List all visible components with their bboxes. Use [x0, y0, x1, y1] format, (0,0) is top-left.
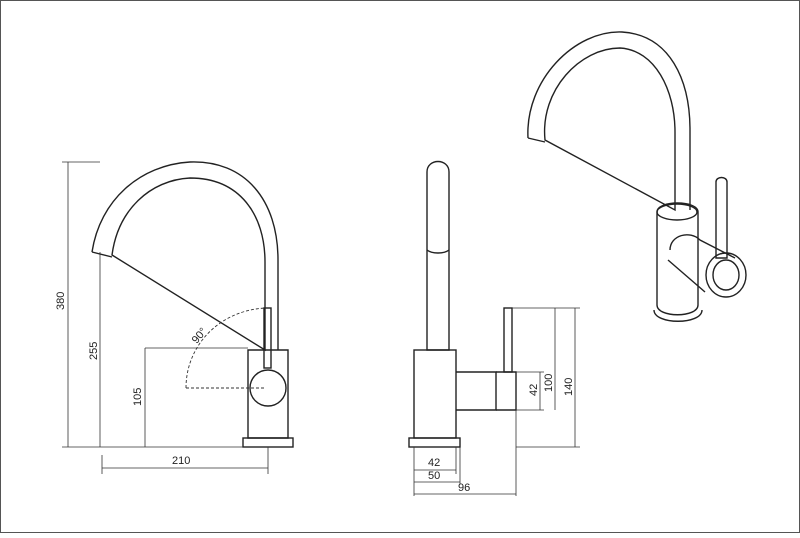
dim-ext-lines [413, 410, 517, 496]
iso-lever-handle [715, 176, 728, 259]
iso-body-top [656, 203, 698, 221]
iso-lever-cap-inner [712, 259, 740, 291]
dim-line-105 [144, 347, 248, 447]
side-base [408, 437, 461, 448]
iso-base [653, 309, 703, 322]
side-lever-handle [503, 307, 513, 373]
side-view: 140 100 42 42 50 96 [408, 160, 580, 496]
iso-lever-arm [669, 234, 736, 259]
dim-96: 96 [458, 482, 470, 494]
side-spout-joint [426, 249, 450, 254]
front-lever [263, 307, 272, 369]
dim-380: 380 [55, 292, 67, 310]
angle-label: 90° [190, 326, 210, 346]
iso-lever-arm-bottom [667, 259, 706, 293]
iso-spout [527, 31, 691, 212]
dim-line-210 [101, 447, 269, 474]
front-spout-tip [91, 251, 113, 258]
side-lever-arm [456, 371, 497, 411]
side-lever-cap [496, 371, 517, 411]
iso-spout-tip [527, 137, 546, 143]
front-body [247, 349, 289, 439]
dim-line-380 [62, 161, 243, 448]
iso-body [656, 202, 699, 316]
dim-line-140 [512, 307, 580, 448]
front-view: 90° 380 255 105 210 [55, 161, 294, 474]
dim-210: 210 [172, 455, 190, 467]
dim-line-42v [516, 371, 544, 411]
dim-255: 255 [88, 342, 100, 360]
side-spout [426, 160, 450, 351]
front-lever-hub [249, 369, 287, 407]
dim-100: 100 [543, 374, 555, 392]
iso-lever-cap [705, 252, 747, 298]
dim-42-lever: 42 [528, 384, 540, 396]
dim-105: 105 [132, 388, 144, 406]
dim-140: 140 [563, 378, 575, 396]
side-body [413, 349, 457, 439]
rotation-arc [185, 307, 267, 389]
dim-50: 50 [428, 470, 440, 482]
dim-42-body: 42 [428, 457, 440, 469]
iso-view [527, 31, 747, 322]
front-base [242, 437, 294, 448]
front-spout [91, 161, 279, 352]
